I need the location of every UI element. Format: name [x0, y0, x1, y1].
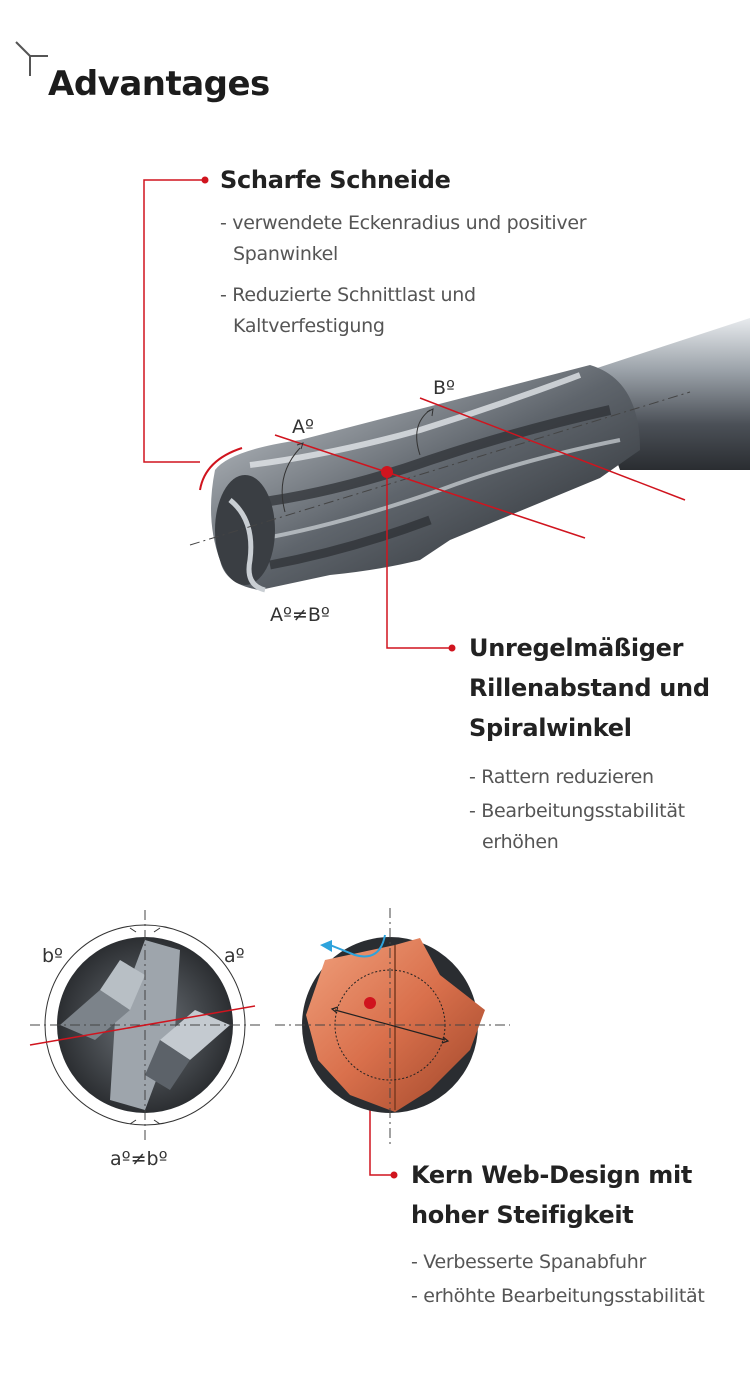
feature1-bullet: - verwendete Eckenradius und positiver S…: [220, 212, 587, 265]
page-title: Advantages: [48, 64, 270, 104]
feature2-heading-line: Rillenabstand und: [469, 674, 710, 702]
feature3-heading: Kern Web-Design mit hoher Steifigkeit: [411, 1155, 692, 1235]
feature3-bullets: - Verbesserte Spanabfuhr - erhöhte Bearb…: [411, 1247, 741, 1312]
end-mill-side-image: [189, 318, 750, 593]
a-neq-b-label: Aº≠Bº: [270, 604, 330, 626]
feature3-bullet: - erhöhte Bearbeitungsstabilität: [411, 1285, 705, 1307]
small-a-label: aº: [224, 945, 245, 967]
end-view-left-image: [29, 910, 260, 1140]
feature1-heading: Scharfe Schneide: [220, 166, 451, 194]
feature1-bullet: - Reduzierte Schnittlast und Kaltverfest…: [220, 284, 476, 337]
corner-mark-icon: [15, 41, 48, 76]
feature2-bullets: - Rattern reduzieren - Bearbeitungsstabi…: [469, 762, 709, 858]
feature3-bullet: - Verbesserte Spanabfuhr: [411, 1251, 647, 1273]
small-b-label: bº: [42, 945, 64, 967]
feature2-bullet: - Rattern reduzieren: [469, 766, 654, 788]
angle-a-label: Aº: [292, 416, 314, 438]
feature3-heading-line: Kern Web-Design mit: [411, 1161, 693, 1189]
feature2-heading-line: Unregelmäßiger: [469, 634, 684, 662]
angle-b-label: Bº: [433, 377, 455, 399]
feature1-bullets: - verwendete Eckenradius und positiver S…: [220, 208, 620, 342]
feature3-heading-line: hoher Steifigkeit: [411, 1201, 634, 1229]
small-a-neq-b-label: aº≠bº: [110, 1148, 168, 1170]
feature2-heading: Unregelmäßiger Rillenabstand und Spiralw…: [469, 628, 710, 748]
end-view-core-image: [275, 908, 510, 1145]
feature2-heading-line: Spiralwinkel: [469, 714, 632, 742]
feature2-bullet: - Bearbeitungsstabilität erhöhen: [469, 800, 685, 853]
